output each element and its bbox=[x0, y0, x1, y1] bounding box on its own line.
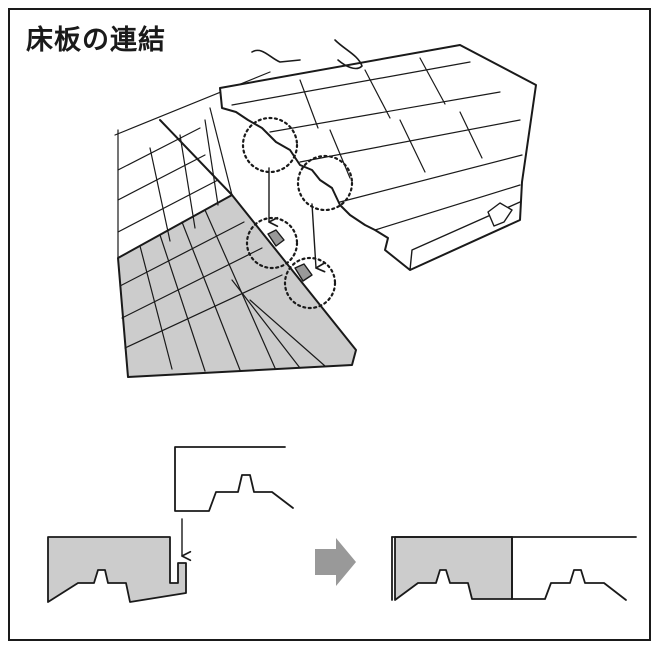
hand-icon bbox=[251, 39, 363, 70]
joined-panels-section bbox=[391, 536, 637, 601]
connection-clips bbox=[267, 229, 313, 282]
right-arrow-icon bbox=[315, 538, 356, 586]
upper-panel-section bbox=[174, 446, 294, 512]
new-floor-panel bbox=[219, 44, 537, 271]
diagram-title: 床板の連結 bbox=[26, 25, 166, 56]
highlight-circles bbox=[241, 116, 354, 310]
background-floor-planks bbox=[114, 71, 271, 259]
installed-floor-panel-gray bbox=[117, 194, 357, 378]
lower-panel-section bbox=[47, 536, 187, 603]
insertion-arrows bbox=[268, 167, 326, 273]
